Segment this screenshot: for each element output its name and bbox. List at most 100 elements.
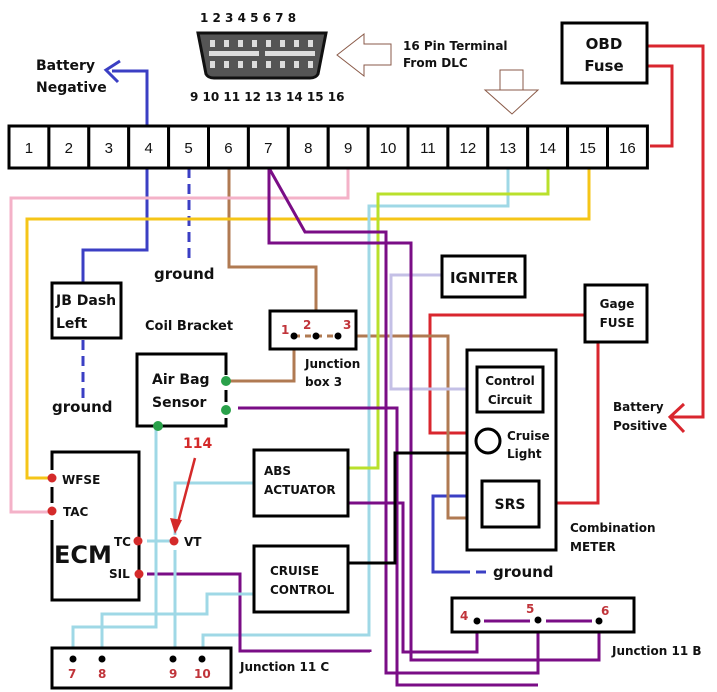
wire-pin14-to-abs [348, 168, 550, 470]
wire-abs-to-vt [173, 481, 254, 535]
ecm-box [50, 450, 141, 602]
j11c-pin-8-label: 8 [98, 667, 106, 681]
callout-arrow-icon [174, 457, 197, 531]
ecm-pin-wfse [47, 473, 57, 483]
terminal-pin-15 [566, 124, 609, 170]
battery-negative-arrow-icon [103, 59, 121, 84]
arrow-down-icon [483, 69, 540, 115]
jb-dash-label-line2: Left [56, 316, 88, 332]
gage-fuse-label-line1: Gage [600, 297, 635, 311]
igniter-label: IGNITER [450, 269, 519, 287]
terminal-pin-2 [47, 124, 91, 170]
junction-11c-box [50, 646, 233, 690]
wire-airbag-to-j11b [238, 406, 538, 687]
terminal-pin-6 [207, 124, 250, 170]
gage-fuse-box [583, 283, 649, 344]
obd-fuse-box [560, 21, 649, 85]
ground-label-jb-dash: ground [52, 398, 113, 416]
jb3-pin-2 [312, 332, 320, 340]
jb3-pin-1-label: 1 [281, 323, 289, 337]
terminal-pin-label: 2 [65, 140, 73, 157]
terminal-pin-4 [127, 124, 171, 170]
dlc-pin-slots [209, 40, 315, 68]
ground-label-pin5: ground [154, 265, 215, 283]
wire-igniter-to-control-circuit [389, 273, 476, 391]
wire-cruise-control-to-cruise-light [348, 451, 487, 565]
terminal-pin-label: 11 [420, 140, 436, 157]
wire-sil-to-j11b [147, 572, 372, 653]
cruise-control-label-line1: CRUISE [270, 564, 319, 578]
j11b-pin-5-label: 5 [526, 602, 534, 616]
terminal-pin-label: 6 [224, 140, 232, 157]
jb3-pin-1 [290, 332, 298, 340]
abs-actuator-box [252, 448, 350, 518]
junction-11b-label: Junction 11 B [611, 644, 702, 658]
wire-pin4-to-battery-negative [112, 69, 149, 125]
terminal-pin-label: 14 [539, 140, 556, 157]
wire-jb3-to-srs [340, 334, 482, 520]
terminal-pin-label: 16 [619, 140, 636, 157]
obd-fuse-label-line2: Fuse [584, 57, 623, 75]
jb-dash-left-box [50, 281, 123, 340]
wire-pin15-to-wfse [25, 168, 591, 480]
dlc-top-pin-numbers: 1 2 3 4 5 6 7 8 [200, 11, 296, 25]
terminal-pin-11 [406, 124, 450, 170]
terminal-pin-label: 10 [380, 140, 397, 157]
dlc-bottom-pin-numbers: 9 10 11 12 13 14 15 16 [190, 90, 345, 104]
jb3-pin-2-label: 2 [303, 318, 311, 332]
cruise-control-box [252, 544, 350, 614]
j11c-pin-7 [69, 655, 77, 663]
srs-label: SRS [495, 497, 526, 513]
battery-negative-label-line1: Battery [36, 58, 95, 74]
wire-pin13-to-j11c [201, 168, 510, 656]
jb3-label-line1: Junction [304, 357, 360, 371]
battery-positive-label-line1: Battery [613, 400, 664, 414]
jb-dash-label-line1: JB Dash [55, 293, 116, 309]
junction-11b-box [450, 596, 636, 634]
battery-positive-label-line2: Positive [613, 419, 667, 433]
wire-gage-fuse-to-srs [540, 343, 600, 505]
coil-bracket-label: Coil Bracket [145, 319, 233, 334]
arrow-left-icon [336, 32, 392, 78]
air-bag-pin-bottom [153, 421, 163, 431]
air-bag-label-line1: Air Bag [152, 372, 210, 388]
terminal-pin-label: 15 [579, 140, 596, 157]
terminal-pin-label: 4 [144, 140, 152, 157]
callout-arrowhead-icon [170, 518, 182, 534]
jb3-label-line2: box 3 [305, 375, 342, 389]
cruise-control-label-line2: CONTROL [270, 583, 335, 597]
terminal-pin-label: 12 [460, 140, 477, 157]
j11c-pin-9-label: 9 [169, 667, 177, 681]
control-circuit-box [475, 365, 545, 414]
ecm-wfse-label: WFSE [62, 473, 100, 487]
ecm-pin-tc [133, 536, 143, 546]
dlc-connector: 1 2 3 4 5 6 7 8 9 10 11 12 13 14 15 16 1… [190, 11, 540, 115]
ground-label-srs: ground [493, 563, 554, 581]
gage-fuse-label-line2: FUSE [600, 316, 635, 330]
terminal-pin-3 [87, 124, 131, 170]
vt-pin [169, 536, 179, 546]
wire-airbag-to-j11c-7 [71, 426, 158, 656]
srs-box [480, 479, 541, 529]
air-bag-pin-brown [221, 376, 231, 386]
ecm-tc-label: TC [114, 535, 131, 549]
terminal-pin-label: 8 [304, 140, 312, 157]
terminal-pin-9 [326, 124, 370, 170]
obd-fuse-label-line1: OBD [586, 35, 623, 53]
air-bag-pin-purple [221, 405, 231, 415]
combination-meter-label-line2: METER [570, 540, 616, 554]
igniter-box [440, 254, 527, 299]
dlc-label-line1: 16 Pin Terminal [403, 39, 508, 53]
wire-pin9-to-tac [9, 168, 350, 514]
j11c-pin-7-label: 7 [68, 667, 76, 681]
cruise-light-icon [474, 427, 502, 455]
abs-label-line1: ABS [264, 464, 291, 478]
wire-pin4-to-jb-dash [81, 168, 149, 283]
combination-meter-label-line1: Combination [570, 521, 656, 535]
j11c-pin-9 [169, 655, 177, 663]
ecm-pin-tac [47, 506, 57, 516]
control-circuit-label-line2: Circuit [488, 393, 533, 407]
battery-positive-arrow-icon [667, 402, 686, 434]
